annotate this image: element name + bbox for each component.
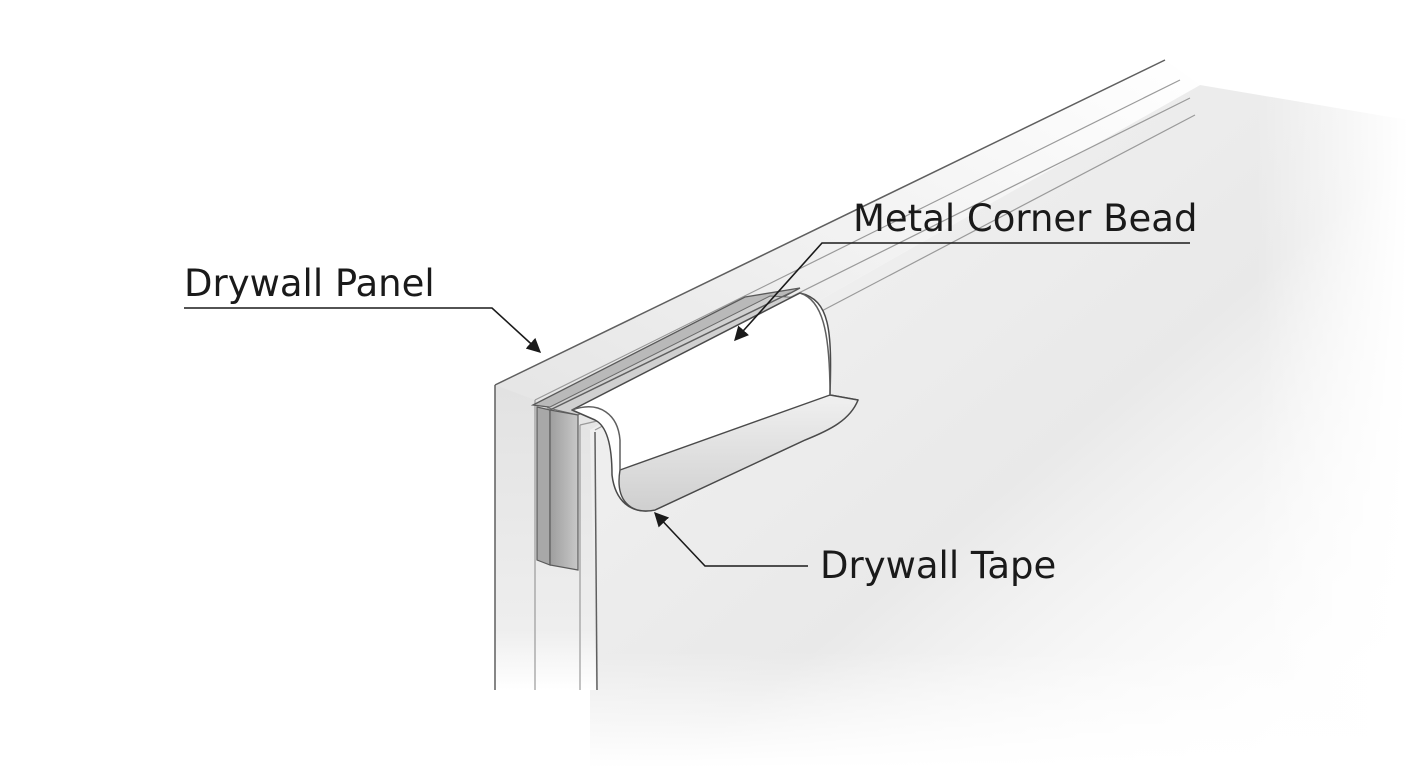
leader-drywall-tape bbox=[654, 511, 808, 567]
panel-top-outline bbox=[494, 59, 1166, 386]
label-metal-corner-bead: Metal Corner Bead bbox=[853, 197, 1197, 240]
drywall-tape bbox=[571, 292, 859, 512]
tape-curl-right bbox=[799, 292, 831, 396]
label-drywall-panel: Drywall Panel bbox=[184, 262, 435, 305]
label-drywall-tape: Drywall Tape bbox=[820, 544, 1056, 587]
leader-drywall-panel bbox=[184, 307, 542, 353]
panel-top-line-2 bbox=[534, 79, 1181, 401]
callout-metal-corner-bead: Metal Corner Bead bbox=[734, 197, 1197, 342]
tape-curl-left bbox=[571, 406, 621, 470]
tape-lip bbox=[618, 394, 859, 512]
leader-metal-corner-bead bbox=[734, 242, 1190, 342]
callout-drywall-panel: Drywall Panel bbox=[184, 262, 542, 353]
bead-vertical-flange-outer bbox=[536, 406, 551, 566]
panel-front-corner bbox=[594, 431, 598, 691]
bead-fold-line bbox=[549, 292, 791, 411]
callout-drywall-tape: Drywall Tape bbox=[654, 511, 1056, 587]
bead-vertical-flange bbox=[549, 409, 579, 571]
